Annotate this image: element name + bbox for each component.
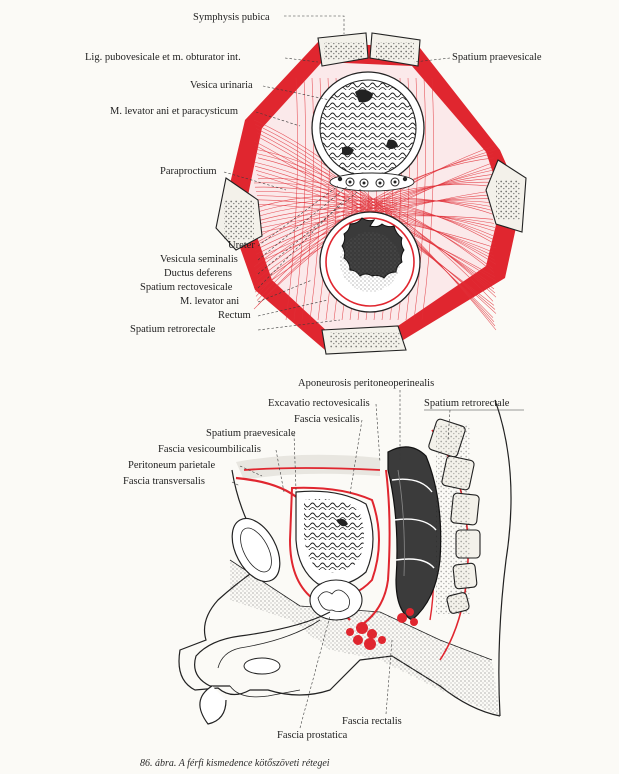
label-lig-pubovesicale: Lig. pubovesicale et m. obturator int.: [85, 52, 241, 63]
label-vesicula-seminalis: Vesicula seminalis: [160, 254, 238, 265]
label-spatium-rectovesicale: Spatium rectovesicale: [140, 282, 233, 293]
figure-1-labels: Symphysis pubica Lig. pubovesicale et m.…: [85, 12, 542, 335]
penis-sagittal: [194, 611, 331, 725]
label-fascia-vesicoumbilicalis: Fascia vesicoumbilicalis: [158, 444, 261, 455]
label-symphysis-pubica: Symphysis pubica: [193, 12, 270, 23]
label-spatium-retrorectale-2: Spatium retrorectale: [424, 398, 510, 409]
fibre-strand: [255, 178, 496, 276]
fibre-strand: [253, 200, 495, 247]
label-fascia-prostatica: Fascia prostatica: [277, 730, 348, 741]
figure-caption: 86. ábra. A férfi kismedence kötőszöveti…: [140, 758, 330, 769]
figure-2-sagittal-section: Aponeurosis peritoneoperinealis Excavati…: [123, 378, 524, 741]
prostate: [309, 579, 363, 621]
rectum: [319, 211, 421, 313]
fibre-strand: [257, 149, 497, 305]
figure-1-cross-section: Symphysis pubica Lig. pubovesicale et m.…: [85, 12, 542, 355]
fibre-strand: [257, 136, 497, 314]
ducts-row: [329, 172, 415, 192]
fibre-strand: [301, 77, 314, 321]
label-levator-ani-paracysticum: M. levator ani et paracysticum: [110, 106, 238, 117]
label-spatium-praevesicale-1: Spatium praevesicale: [452, 52, 542, 63]
fibre-strand: [255, 157, 495, 297]
fibre-strand: [254, 200, 494, 251]
sphincter-red: [346, 608, 418, 650]
rectum-sagittal: [387, 446, 442, 621]
connective-tissue-field: [246, 62, 502, 334]
bladder: [311, 71, 425, 185]
label-spatium-praevesicale-2: Spatium praevesicale: [206, 428, 296, 439]
label-spatium-retrorectale-1: Spatium retrorectale: [130, 324, 216, 335]
label-fascia-rectalis: Fascia rectalis: [342, 716, 402, 727]
fibre-strand: [253, 145, 496, 310]
label-ureter: Ureter: [228, 240, 255, 251]
back-outline: [494, 399, 512, 717]
label-paraproctium: Paraproctium: [160, 166, 217, 177]
symphysis-sagittal: [231, 517, 281, 583]
fibre-strand: [253, 210, 496, 228]
bladder-sagittal: [295, 490, 374, 587]
label-peritoneum-parietale: Peritoneum parietale: [128, 460, 216, 471]
label-vesica-urinaria: Vesica urinaria: [190, 80, 253, 91]
perineum-dotted: [230, 560, 500, 716]
label-aponeurosis: Aponeurosis peritoneoperinealis: [298, 378, 434, 389]
label-excavatio: Excavatio rectovesicalis: [268, 398, 370, 409]
label-rectum: Rectum: [218, 310, 251, 321]
figure-2-labels: Aponeurosis peritoneoperinealis Excavati…: [123, 378, 524, 741]
label-levator-ani: M. levator ani: [180, 296, 239, 307]
fibre-strand: [293, 77, 306, 321]
label-fascia-transversalis: Fascia transversalis: [123, 476, 205, 487]
fibre-strand: [256, 153, 494, 301]
fibre-strand: [285, 77, 298, 321]
label-ductus-deferens: Ductus deferens: [164, 268, 232, 279]
fibre-strand: [253, 184, 494, 268]
fibre-strand: [413, 77, 426, 321]
label-fascia-vesicalis: Fascia vesicalis: [294, 414, 360, 425]
fibre-strand: [421, 77, 434, 321]
sacrum-sagittal: [428, 418, 481, 614]
